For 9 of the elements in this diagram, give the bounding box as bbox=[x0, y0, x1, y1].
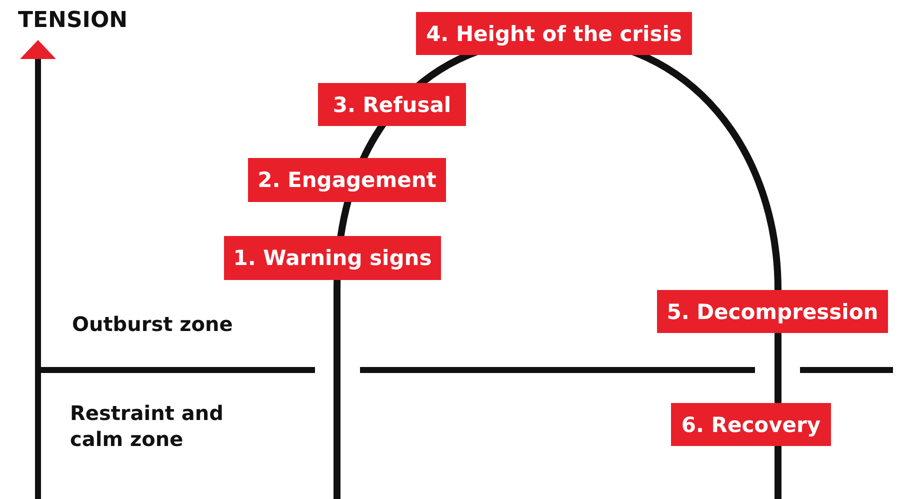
stage-label-box: 2. Engagement bbox=[248, 158, 446, 202]
stage-label-box: 4. Height of the crisis bbox=[416, 12, 692, 55]
stage-label-box: 5. Decompression bbox=[657, 290, 888, 333]
stage-label-box: 1. Warning signs bbox=[224, 236, 441, 280]
axis-label: TENSION bbox=[18, 8, 128, 33]
zone-label: Restraint and calm zone bbox=[70, 400, 224, 452]
zone-label: Outburst zone bbox=[72, 312, 233, 336]
stage-label-box: 3. Refusal bbox=[318, 83, 466, 126]
stage-label-box: 6. Recovery bbox=[671, 403, 831, 446]
